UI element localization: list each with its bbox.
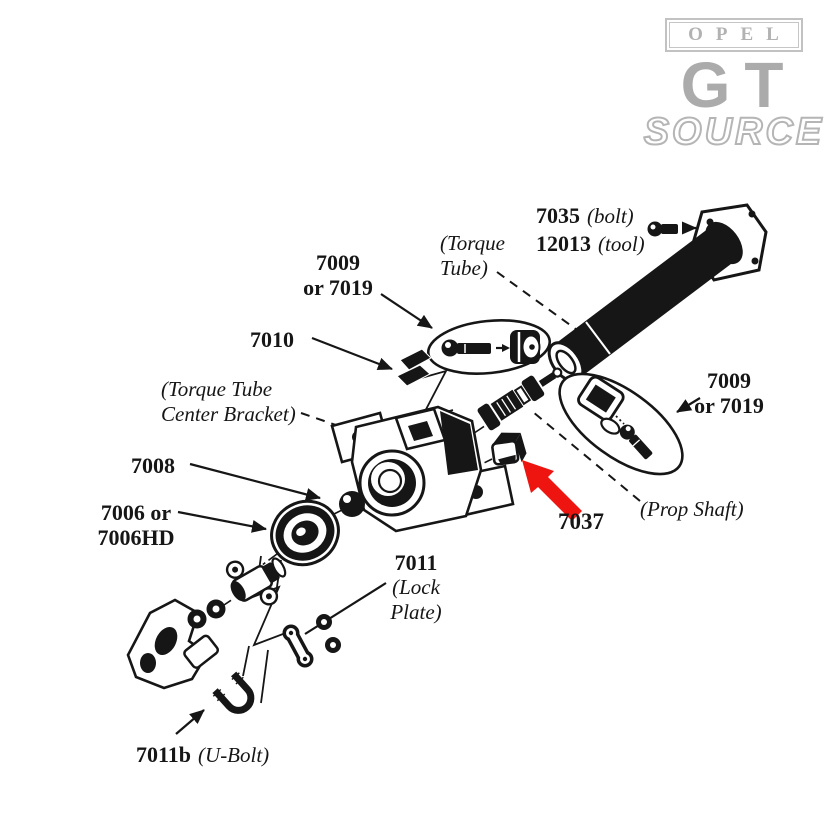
- label-7009-left: 7009 or 7019: [303, 250, 373, 300]
- label-center-bracket: (Torque Tube Center Bracket): [161, 377, 296, 426]
- label-prop-shaft: (Prop Shaft): [640, 497, 744, 521]
- label-7008: 7008: [131, 453, 175, 478]
- mini-arrow-icon: [502, 344, 510, 352]
- bolt-7035-illustration: [647, 221, 678, 237]
- label-7035-12013: 7035 (bolt) 12013 (tool): [536, 203, 645, 259]
- part-number-7035: 7035: [536, 203, 580, 228]
- label-7006: 7006 or 7006HD: [97, 500, 175, 550]
- label-7011: 7011 (Lock Plate): [390, 550, 442, 624]
- label-row-bolt: 7035 (bolt): [536, 203, 645, 231]
- label-row-tool: 12013 (tool): [536, 231, 645, 259]
- u-bolt-7011b: [212, 671, 255, 714]
- highlighted-bushing-7037: [491, 432, 527, 466]
- torque-tube: [547, 203, 768, 383]
- detail-square-bushing: [577, 375, 625, 435]
- tube-seal-7006: [270, 499, 340, 567]
- torque-tube-leader: [496, 271, 578, 331]
- bushing-detail-left: [426, 319, 552, 375]
- opel-badge: OPEL: [665, 18, 803, 52]
- part-number-12013: 12013: [536, 231, 591, 256]
- detail-bolt: [441, 339, 459, 357]
- pivot-ball-7008: [339, 491, 365, 517]
- label-arrows: [175, 221, 701, 735]
- part-note-tool: (tool): [598, 232, 645, 256]
- seal-rings: [187, 599, 226, 629]
- label-7011b: 7011b(U-Bolt): [136, 742, 270, 767]
- label-7037: 7037: [558, 509, 604, 534]
- opel-wordmark: OPEL: [688, 24, 792, 45]
- prop-shaft-leader: [532, 411, 641, 502]
- center-bracket-housing: [330, 405, 515, 533]
- drive-yoke: [126, 598, 220, 690]
- highlight-arrow: [522, 460, 582, 521]
- rubber-mount-7010: [396, 348, 432, 387]
- detail-bolt-right: [619, 424, 653, 460]
- opel-gt-source-logo: OPEL GT SOURCE: [628, 18, 840, 153]
- label-7009-right: 7009 or 7019: [694, 368, 764, 418]
- gt-wordmark: GT: [680, 49, 798, 121]
- part-note-bolt: (bolt): [587, 204, 634, 228]
- source-wordmark: SOURCE: [643, 111, 825, 153]
- prop-shaft-end: [477, 367, 563, 431]
- u-joint-spider: [225, 557, 287, 606]
- label-torque-tube: (Torque Tube): [440, 231, 505, 280]
- label-7010: 7010: [250, 327, 294, 352]
- bushing-detail-right: [558, 372, 684, 476]
- lock-plate-7011: [282, 614, 341, 668]
